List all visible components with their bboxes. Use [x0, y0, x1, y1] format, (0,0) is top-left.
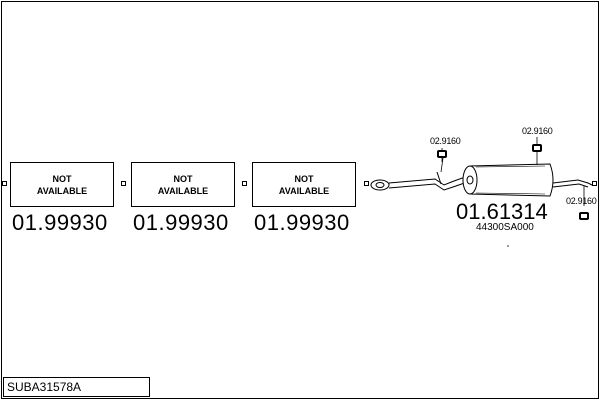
not-available-box-2: NOT AVAILABLE — [131, 162, 235, 207]
rubber-hanger-icon — [579, 186, 589, 220]
rubber-hanger-icon — [437, 148, 447, 173]
tail-pipe-drawing — [370, 170, 473, 191]
not-available-text: NOT — [173, 173, 193, 184]
part-number-2: 01.99930 — [133, 210, 229, 235]
not-available-box-3: NOT AVAILABLE — [252, 162, 356, 207]
connector-marker — [242, 181, 247, 186]
connector-marker — [364, 181, 369, 186]
connector-marker — [592, 181, 597, 186]
marker-dot — [507, 245, 509, 247]
not-available-text: AVAILABLE — [36, 185, 88, 196]
part-number-3: 01.99930 — [254, 210, 350, 235]
not-available-box-1: NOT AVAILABLE — [10, 162, 114, 207]
hanger-label-3: 02.9160 — [566, 196, 597, 206]
hanger-label-2: 02.9160 — [522, 126, 553, 136]
connector-marker — [2, 181, 7, 186]
rubber-hanger-icon — [532, 137, 542, 165]
silencer-drawing — [462, 163, 593, 197]
silencer-part-number: 01.61314 — [456, 199, 548, 224]
not-available-text: NOT — [52, 173, 72, 184]
not-available-text: NOT — [294, 173, 314, 184]
oem-number: 44300SA000 — [476, 222, 534, 233]
hanger-label-1: 02.9160 — [430, 136, 461, 146]
not-available-text: AVAILABLE — [278, 185, 330, 196]
vehicle-code: SUBA31578A — [3, 377, 150, 397]
part-number-1: 01.99930 — [12, 210, 108, 235]
not-available-text: AVAILABLE — [157, 185, 209, 196]
connector-marker — [121, 181, 126, 186]
